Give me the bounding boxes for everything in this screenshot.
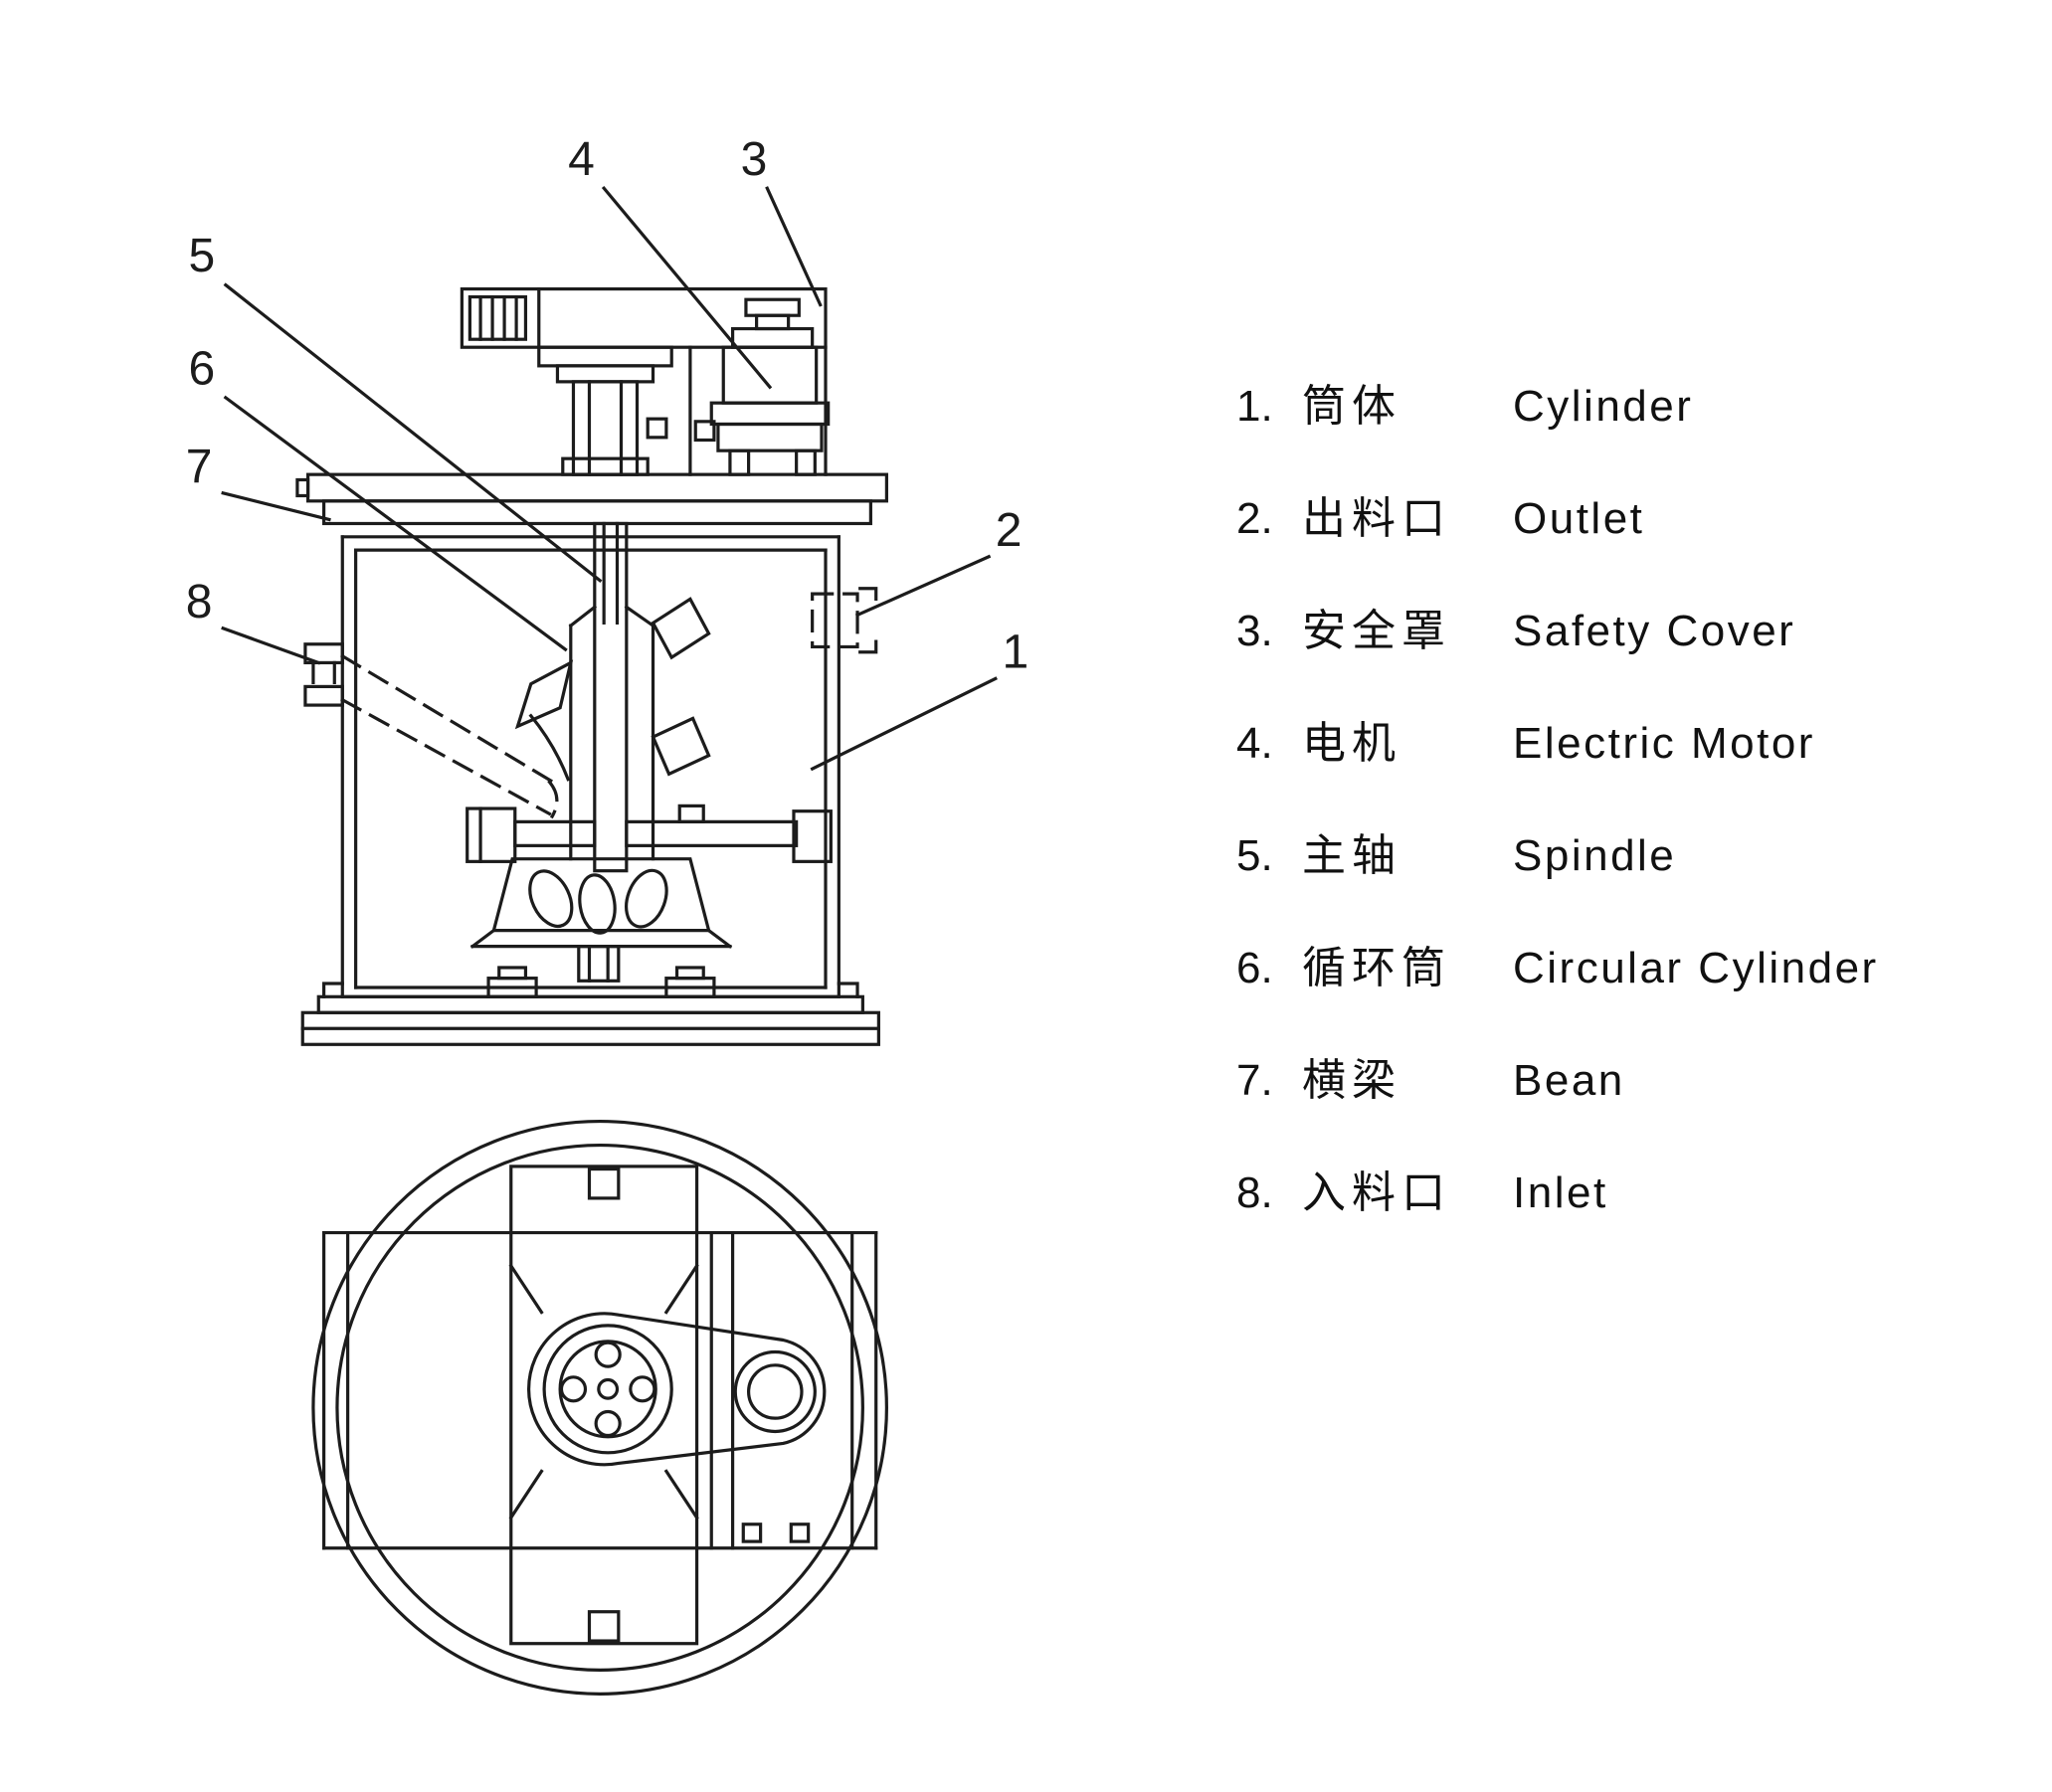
cylinder-tank (340, 535, 840, 998)
circulation-cylinder (514, 597, 711, 861)
legend-chinese: 循环筒 (1302, 944, 1451, 992)
drive-column (537, 345, 673, 476)
impeller (469, 857, 733, 983)
legend-chinese: 横梁 (1302, 1056, 1401, 1105)
legend-chinese: 筒体 (1302, 382, 1401, 431)
callout-safety-cover: 3 (741, 133, 768, 186)
callout-beam: 7 (186, 441, 213, 493)
callout-spindle: 5 (188, 230, 215, 282)
legend-chinese: 安全罩 (1302, 607, 1451, 655)
inlet (303, 642, 560, 819)
legend-number: 7. (1236, 1056, 1273, 1105)
callout-inlet: 8 (186, 576, 213, 628)
legend-chinese: 电机 (1302, 719, 1401, 768)
legend: 1. 筒体 Cylinder 2. 出料口 Outlet 3. 安全罩 Safe… (1236, 370, 1879, 1269)
legend-english: Bean (1513, 1056, 1625, 1105)
legend-number: 3. (1236, 607, 1273, 655)
plan-view (311, 1119, 888, 1696)
legend-item-electric-motor: 4. 电机 Electric Motor (1236, 707, 1879, 819)
callout-cylinder: 1 (1002, 627, 1028, 679)
legend-item-cylinder: 1. 筒体 Cylinder (1236, 370, 1879, 482)
legend-english: Outlet (1513, 494, 1645, 543)
legend-number: 8. (1236, 1168, 1273, 1217)
callout-outlet: 2 (996, 504, 1023, 557)
legend-item-outlet: 2. 出料口 Outlet (1236, 482, 1879, 595)
legend-item-safety-cover: 3. 安全罩 Safety Cover (1236, 595, 1879, 707)
legend-english: Cylinder (1513, 382, 1694, 431)
legend-english: Safety Cover (1513, 607, 1796, 655)
legend-chinese: 主轴 (1302, 831, 1401, 880)
legend-chinese: 入料口 (1302, 1168, 1451, 1217)
legend-item-circular-cylinder: 6. 循环筒 Circular Cylinder (1236, 932, 1879, 1044)
legend-english: Electric Motor (1513, 719, 1815, 768)
legend-item-spindle: 5. 主轴 Spindle (1236, 819, 1879, 932)
legend-number: 1. (1236, 382, 1273, 431)
legend-english: Inlet (1513, 1168, 1608, 1217)
legend-english: Circular Cylinder (1513, 944, 1879, 992)
base (300, 966, 880, 1046)
legend-english: Spindle (1513, 831, 1677, 880)
legend-item-beam: 7. 横梁 Bean (1236, 1044, 1879, 1157)
callout-lines (221, 186, 998, 772)
electric-motor (693, 297, 831, 476)
callout-circular-cylinder: 6 (188, 343, 215, 396)
legend-number: 2. (1236, 494, 1273, 543)
legend-number: 5. (1236, 831, 1273, 880)
legend-number: 6. (1236, 944, 1273, 992)
callout-electric-motor: 4 (568, 133, 595, 186)
legend-item-inlet: 8. 入料口 Inlet (1236, 1157, 1879, 1269)
legend-chinese: 出料口 (1302, 494, 1451, 543)
legend-number: 4. (1236, 719, 1273, 768)
support-arm (466, 804, 833, 863)
outlet (811, 587, 878, 654)
spindle (593, 521, 629, 873)
